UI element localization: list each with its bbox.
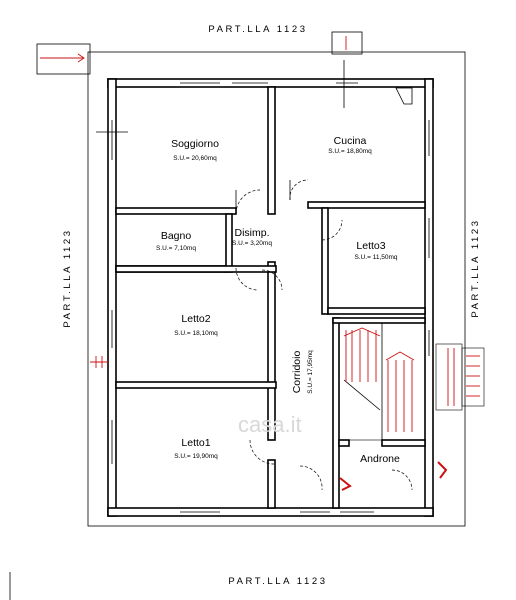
lot-boundary (87, 51, 466, 527)
room-letto2: Letto2 S.U.= 18,10mq (174, 313, 218, 337)
room-bagno: Bagno S.U.= 7,10mq (156, 230, 196, 252)
inner-walls (115, 86, 426, 509)
watermark: casa.it (238, 412, 302, 437)
staircase (338, 322, 426, 441)
room-area: S.U.= 17,95mq (307, 350, 314, 394)
room-cucina: Cucina S.U.= 18,80mq (328, 135, 372, 155)
room-area: S.U.= 3,20mq (232, 240, 272, 247)
room-area: S.U.= 7,10mq (156, 245, 196, 252)
room-area: S.U.= 20,60mq (173, 155, 217, 162)
room-soggiorno: Soggiorno S.U.= 20,60mq (171, 138, 219, 162)
outer-walls (107, 78, 434, 517)
room-area: S.U.= 11,50mq (354, 254, 397, 261)
room-letto3: Letto3 S.U.= 11,50mq (354, 240, 397, 261)
parcel-label-right: PART.LLA 1123 (470, 218, 481, 317)
room-name: Cucina (334, 135, 367, 147)
room-name: Bagno (161, 230, 192, 242)
external-stairs (435, 343, 485, 411)
room-name: Letto2 (181, 313, 210, 325)
outside-elements (36, 31, 363, 368)
parcel-label-top: PART.LLA 1123 (208, 24, 307, 35)
room-name: Androne (360, 453, 400, 465)
room-name: Soggiorno (171, 138, 219, 150)
room-name: Letto3 (356, 240, 385, 252)
parcel-label-left: PART.LLA 1123 (62, 228, 73, 327)
room-name: Corridoio (291, 351, 303, 394)
kitchen-flue (395, 87, 413, 105)
room-corridoio: Corridoio S.U.= 17,95mq (291, 350, 314, 394)
room-name: Letto1 (181, 437, 210, 449)
room-disimp: Disimp. S.U.= 3,20mq (232, 227, 272, 247)
room-name: Disimp. (234, 227, 269, 239)
parcel-label-bottom: PART.LLA 1123 (228, 576, 327, 587)
doors (235, 179, 413, 491)
room-area: S.U.= 18,80mq (328, 148, 372, 155)
room-area: S.U.= 19,90mq (174, 453, 218, 460)
entry-arrows (339, 461, 448, 491)
room-area: S.U.= 18,10mq (174, 330, 218, 337)
room-letto1: Letto1 S.U.= 19,90mq (174, 437, 218, 460)
room-androne: Androne (360, 453, 400, 465)
